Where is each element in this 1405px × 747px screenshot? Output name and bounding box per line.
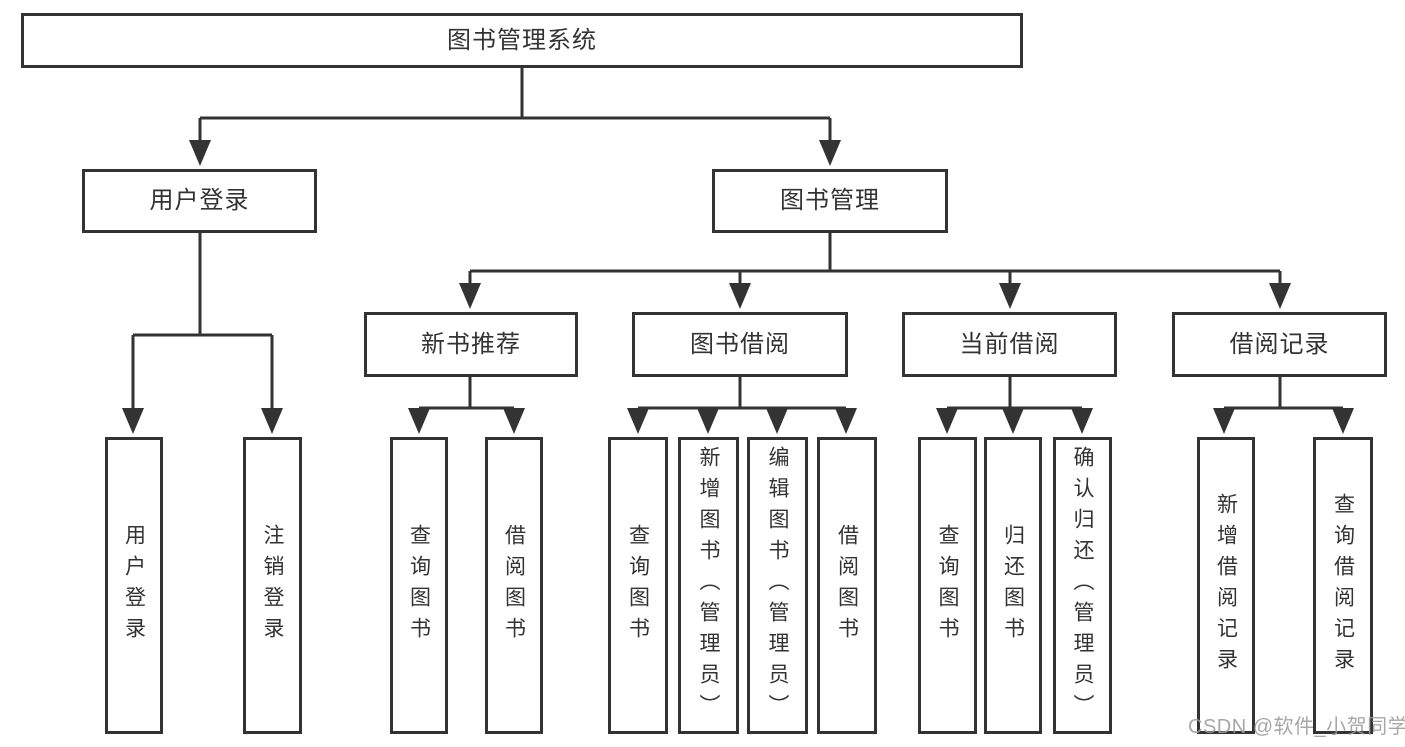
leaf-label: 借阅图书 [502,523,526,648]
leaf-current-return-books: 归还图书 [984,437,1042,734]
node-label: 图书管理系统 [447,26,597,54]
node-label: 图书管理 [780,187,880,214]
leaf-label: 新增图书（管理员） [697,446,720,725]
leaf-borrowing-query-books: 查询图书 [608,437,668,734]
node-new-book-recommend: 新书推荐 [364,312,578,377]
csdn-watermark: CSDN @软件_小贺同学 [1188,716,1405,738]
node-label: 图书借阅 [690,330,790,358]
leaf-current-confirm-return-admin: 确认归还（管理员） [1053,437,1112,734]
leaf-label: 查询图书 [407,523,431,648]
leaf-label: 借阅图书 [835,523,859,648]
node-current-borrowing: 当前借阅 [902,312,1117,377]
leaf-borrowing-add-books-admin: 新增图书（管理员） [678,437,739,734]
node-user-login: 用户登录 [82,169,317,233]
leaf-label: 注销登录 [261,523,284,648]
leaf-label: 编辑图书（管理员） [766,446,789,725]
leaf-label: 查询借阅记录 [1331,492,1355,679]
leaf-label: 查询图书 [936,523,959,648]
leaf-label: 归还图书 [1001,523,1025,648]
node-book-management: 图书管理 [712,169,948,233]
node-book-borrowing: 图书借阅 [632,312,848,377]
leaf-logout: 注销登录 [243,437,302,734]
node-library-management-system: 图书管理系统 [21,13,1023,68]
leaf-label: 查询图书 [626,523,650,648]
leaf-borrowing-edit-books-admin: 编辑图书（管理员） [747,437,808,734]
leaf-user-login: 用户登录 [105,437,163,734]
leaf-records-add-record: 新增借阅记录 [1197,437,1255,734]
leaf-recommend-query-books: 查询图书 [390,437,448,734]
leaf-borrowing-borrow-books: 借阅图书 [817,437,877,734]
node-label: 借阅记录 [1229,330,1330,358]
leaf-current-query-books: 查询图书 [918,437,977,734]
node-label: 新书推荐 [421,330,521,358]
leaf-label: 新增借阅记录 [1214,492,1238,679]
leaf-records-query-record: 查询借阅记录 [1313,437,1373,734]
leaf-label: 用户登录 [122,523,146,648]
node-label: 当前借阅 [959,330,1060,358]
leaf-recommend-borrow-books: 借阅图书 [485,437,543,734]
node-label: 用户登录 [149,187,250,214]
node-borrowing-records: 借阅记录 [1172,312,1387,377]
leaf-label: 确认归还（管理员） [1071,446,1094,725]
